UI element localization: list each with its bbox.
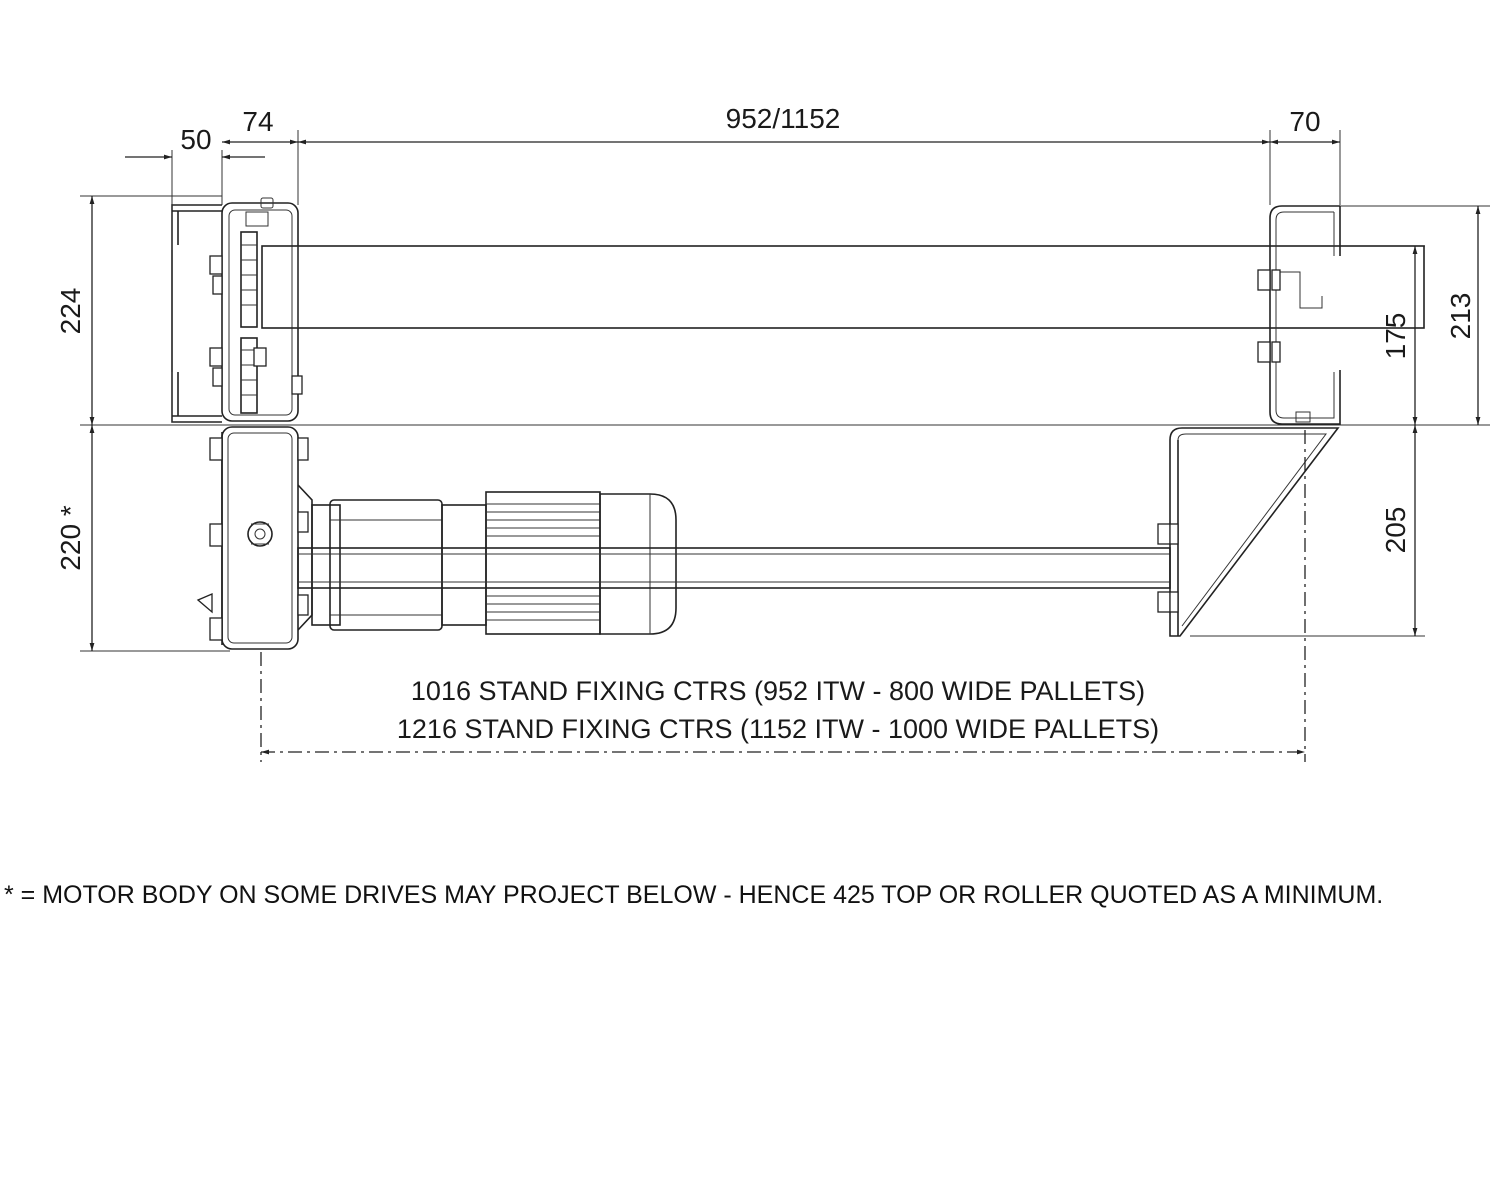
left-side-frame	[171, 197, 303, 423]
stand-fixing-dimension: 1016 STAND FIXING CTRS (952 ITW - 800 WI…	[260, 430, 1306, 762]
dim-label-74: 74	[242, 106, 273, 137]
right-side-frame	[1257, 205, 1341, 425]
dim-label-main-width: 952/1152	[726, 103, 841, 134]
top-dimensions: 50 74 952/1152 70	[125, 103, 1341, 205]
dim-label-224: 224	[55, 288, 86, 335]
dim-label-175: 175	[1380, 313, 1411, 360]
left-stand	[196, 426, 309, 650]
dim-label-205: 205	[1380, 507, 1411, 554]
stand-fixing-line-1: 1016 STAND FIXING CTRS (952 ITW - 800 WI…	[411, 676, 1145, 706]
dim-label-70: 70	[1289, 106, 1320, 137]
right-dimensions: 175 213 205	[1190, 205, 1490, 637]
roller	[261, 245, 1425, 329]
motor-cooling-fins	[486, 503, 600, 621]
cross-tie	[297, 547, 1171, 589]
right-stand	[1157, 427, 1340, 637]
footnote: * = MOTOR BODY ON SOME DRIVES MAY PROJEC…	[4, 881, 1383, 909]
stand-fixing-line-2: 1216 STAND FIXING CTRS (1152 ITW - 1000 …	[397, 714, 1159, 744]
dim-label-50: 50	[180, 124, 211, 155]
dim-label-220: 220 *	[55, 505, 86, 570]
drive-motor	[297, 484, 677, 635]
left-dimensions: 224 220 *	[55, 195, 1490, 652]
dim-label-213: 213	[1445, 293, 1476, 340]
